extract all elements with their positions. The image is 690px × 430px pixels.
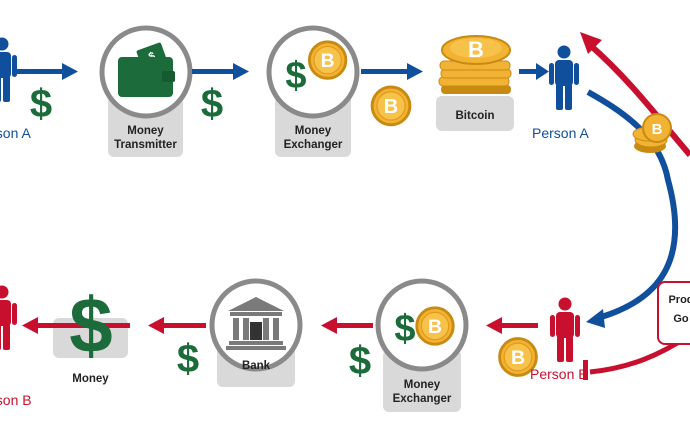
money-exchanger-label-top: Money Exchanger [275,124,351,152]
person-a-label-right: Person A [532,125,589,141]
red-return-arrow-head [580,32,602,54]
arrow-head [407,63,423,80]
arrow-shaft [192,69,235,74]
money-exchanger-line2: Exchanger [392,393,452,405]
arrow-head [22,317,38,334]
arrow-shaft [500,323,538,328]
goods-box-text: Prod Go [664,293,690,327]
arrow-shaft [361,69,409,74]
person-icon [0,285,17,350]
goods-line1: Prod [668,294,690,306]
bitcoin-coin-icon [370,85,412,127]
svg-text:B: B [468,37,484,62]
money-transmitter-label: Money Transmitter [108,124,183,152]
arrow-shaft [36,323,130,328]
bank-building-icon [226,297,286,350]
arrow-shaft [16,69,64,74]
dollar-icon [348,339,372,383]
bitcoin-stack-icon: B [438,35,512,94]
blue-flow-curve [586,89,679,321]
dollar-icon: $ [285,55,306,97]
money-exchanger-line1: Money [403,379,441,391]
arrow-head [148,317,164,334]
arrow-head [536,63,549,80]
dollar-icon [176,337,200,381]
money-label: Money [72,373,109,385]
money-wallet-icon: $ [118,42,175,97]
money-transmitter-line2: Transmitter [114,139,177,151]
person-b-label-right: Person B [530,366,588,382]
arrow-head [486,317,502,334]
bitcoin-coin-icon [307,40,348,80]
money-exchanger-line2: Exchanger [283,139,343,151]
person-b-label-left: Person B [0,392,32,408]
money-exchanger-line1: Money [294,125,332,137]
person-icon [549,45,579,110]
person-icon [550,297,580,362]
dollar-icon [200,82,224,126]
arrow-shaft [335,323,373,328]
arrow-shaft [162,323,206,328]
money-transmitter-line1: Money [127,125,164,137]
arrow-head [321,317,337,334]
bitcoin-label: Bitcoin [455,110,495,122]
person-a-label-left: Person A [0,125,31,141]
bank-label: Bank [241,360,271,372]
dollar-icon: $ [69,281,112,369]
bitcoin-box [436,96,514,131]
arrow-shaft [519,69,539,74]
arrow-head [233,63,249,80]
svg-text:B: B [652,121,663,138]
bitcoin-coin-icon [415,306,455,346]
goods-line2: Go [673,313,689,325]
money-exchanger-label-bottom: Money Exchanger [383,378,461,406]
person-icon [0,37,17,102]
dollar-icon [29,82,53,126]
bitcoin-stack-icon: B [632,113,672,153]
red-return-arrow-shaft [588,42,690,157]
blue-flow-arrow-head [586,309,605,328]
red-bottom-curve-bar [583,360,588,380]
svg-text:$: $ [147,50,157,63]
dollar-icon: $ [394,308,415,350]
goods-box [657,281,690,345]
arrow-head [62,63,78,80]
